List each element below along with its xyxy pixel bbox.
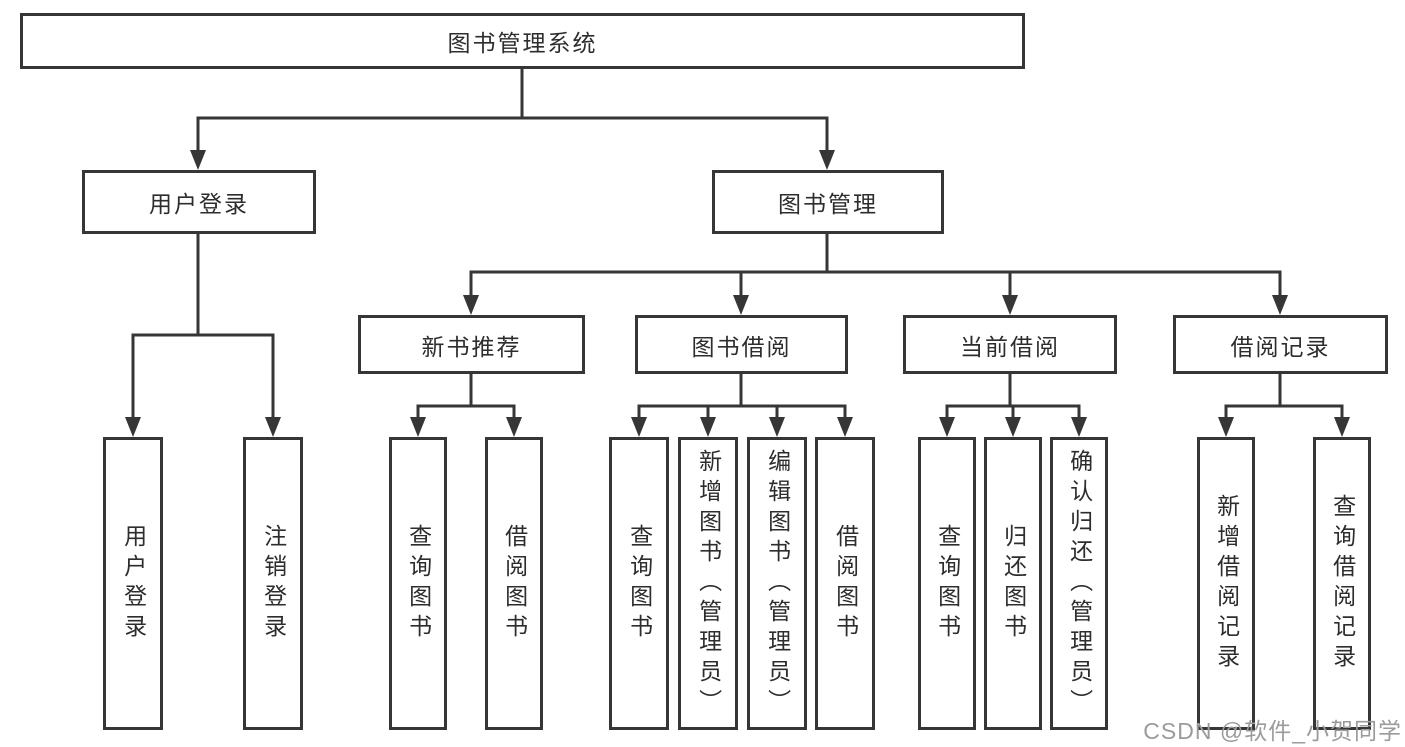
watermark: CSDN @软件_小贺同学 <box>1143 718 1402 744</box>
leaf-borrow-books-recommend: 借阅图书 <box>485 437 543 730</box>
leaf-add-borrow-record-label: 新增借阅记录 <box>1213 493 1240 674</box>
node-book-borrow: 图书借阅 <box>635 315 848 374</box>
arrowhead-down-icon <box>700 417 716 437</box>
leaf-query-books-current-label: 查询图书 <box>934 523 961 644</box>
node-book-management-label: 图书管理 <box>778 191 878 217</box>
leaf-add-book-admin: 新增图书（管理员） <box>678 437 738 730</box>
leaf-borrow-books-recommend-label: 借阅图书 <box>501 523 528 644</box>
node-borrow-records: 借阅记录 <box>1173 315 1388 374</box>
node-current-borrow: 当前借阅 <box>903 315 1117 374</box>
arrowhead-down-icon <box>125 417 141 437</box>
node-root: 图书管理系统 <box>20 13 1025 69</box>
arrowhead-down-icon <box>410 417 426 437</box>
leaf-query-borrow-record-label: 查询借阅记录 <box>1329 493 1356 674</box>
arrowhead-down-icon <box>769 417 785 437</box>
arrowhead-down-icon <box>837 417 853 437</box>
leaf-user-login-label: 用户登录 <box>120 523 147 644</box>
leaf-return-book: 归还图书 <box>984 437 1042 730</box>
arrowhead-down-icon <box>1071 417 1087 437</box>
leaf-logout: 注销登录 <box>243 437 303 730</box>
leaf-query-books-recommend-label: 查询图书 <box>405 523 432 644</box>
leaf-query-books-borrow-label: 查询图书 <box>626 523 653 644</box>
arrowhead-down-icon <box>819 150 835 170</box>
arrowhead-down-icon <box>1002 295 1018 315</box>
leaf-query-books-borrow: 查询图书 <box>609 437 669 730</box>
node-borrow-records-label: 借阅记录 <box>1230 333 1331 360</box>
leaf-confirm-return-admin-label: 确认归还（管理员） <box>1066 448 1093 719</box>
node-user-login-label: 用户登录 <box>149 191 249 217</box>
leaf-add-borrow-record: 新增借阅记录 <box>1197 437 1255 730</box>
node-current-borrow-label: 当前借阅 <box>960 333 1060 360</box>
leaf-confirm-return-admin: 确认归还（管理员） <box>1050 437 1108 730</box>
arrowhead-down-icon <box>939 417 955 437</box>
arrowhead-down-icon <box>733 295 749 315</box>
arrowhead-down-icon <box>631 417 647 437</box>
arrowhead-down-icon <box>506 417 522 437</box>
node-root-label: 图书管理系统 <box>447 30 598 56</box>
leaf-borrow-books-2: 借阅图书 <box>815 437 875 730</box>
node-user-login: 用户登录 <box>82 170 316 234</box>
leaf-edit-book-admin-label: 编辑图书（管理员） <box>764 448 791 719</box>
arrowhead-down-icon <box>1218 417 1234 437</box>
node-new-book-recommend-label: 新书推荐 <box>421 333 522 360</box>
node-new-book-recommend: 新书推荐 <box>358 315 585 374</box>
leaf-logout-label: 注销登录 <box>260 523 287 644</box>
arrowhead-down-icon <box>1334 417 1350 437</box>
arrowhead-down-icon <box>190 150 206 170</box>
leaf-query-borrow-record: 查询借阅记录 <box>1313 437 1371 730</box>
node-book-borrow-label: 图书借阅 <box>691 333 792 360</box>
leaf-query-books-recommend: 查询图书 <box>389 437 447 730</box>
leaf-edit-book-admin: 编辑图书（管理员） <box>747 437 807 730</box>
arrowhead-down-icon <box>1005 417 1021 437</box>
leaf-user-login: 用户登录 <box>103 437 163 730</box>
arrowhead-down-icon <box>463 295 479 315</box>
leaf-query-books-current: 查询图书 <box>918 437 976 730</box>
node-book-management: 图书管理 <box>712 170 944 234</box>
leaf-return-book-label: 归还图书 <box>1000 523 1027 644</box>
leaf-borrow-books-2-label: 借阅图书 <box>832 523 859 644</box>
arrowhead-down-icon <box>1272 295 1288 315</box>
arrowhead-down-icon <box>265 417 281 437</box>
leaf-add-book-admin-label: 新增图书（管理员） <box>695 448 722 719</box>
